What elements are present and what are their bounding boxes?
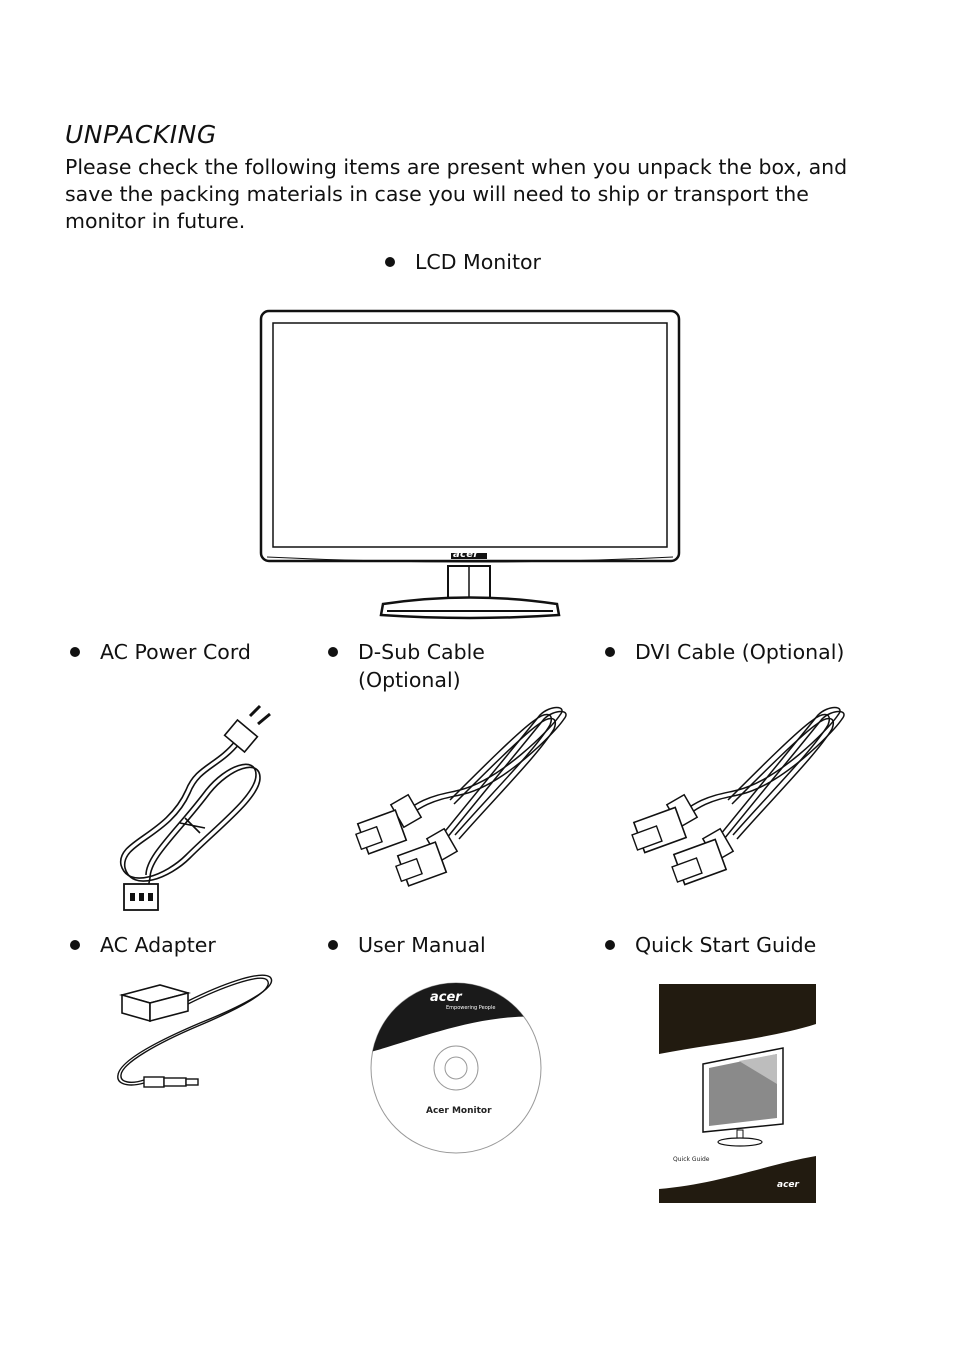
quick-start-guide-illustration: Quick Guide acer <box>659 984 816 1203</box>
bullet-icon <box>328 940 338 950</box>
intro-paragraph: Please check the following items are pre… <box>65 155 848 233</box>
item-ac-power-cord: AC Power Cord <box>70 638 310 666</box>
guide-logo: acer <box>777 1180 799 1190</box>
item-ac-adapter: AC Adapter <box>70 931 310 959</box>
item-label: Quick Start Guide <box>635 933 817 957</box>
item-label: DVI Cable (Optional) <box>635 640 845 664</box>
ac-power-cord-illustration <box>110 698 290 918</box>
cd-tagline: Empowering People <box>446 1005 496 1011</box>
dvi-cable-illustration <box>628 700 853 890</box>
cd-logo: acer <box>430 990 462 1005</box>
bullet-icon <box>605 647 615 657</box>
ac-adapter-illustration <box>110 965 280 1100</box>
item-label: AC Adapter <box>100 933 216 957</box>
item-user-manual: User Manual <box>328 931 568 959</box>
page-title: UNPACKING <box>65 120 217 149</box>
guide-label: Quick Guide <box>673 1156 710 1163</box>
user-manual-cd-illustration: acer Empowering People Acer Monitor <box>370 982 544 1156</box>
monitor-logo: acer <box>453 549 479 560</box>
bullet-icon <box>605 940 615 950</box>
item-dvi-cable: DVI Cable (Optional) <box>605 638 895 666</box>
bullet-icon <box>385 257 395 267</box>
d-sub-cable-illustration <box>350 700 575 890</box>
bullet-icon <box>328 647 338 657</box>
item-d-sub-cable: D-Sub Cable (Optional) <box>328 638 528 694</box>
item-lcd-monitor: LCD Monitor <box>385 248 645 276</box>
lcd-monitor-illustration: acer <box>255 305 685 625</box>
bullet-icon <box>70 940 80 950</box>
item-label: LCD Monitor <box>415 250 541 274</box>
item-label: D-Sub Cable (Optional) <box>358 640 485 692</box>
item-label: AC Power Cord <box>100 640 251 664</box>
cd-label: Acer Monitor <box>426 1106 492 1116</box>
item-quick-start-guide: Quick Start Guide <box>605 931 895 959</box>
bullet-icon <box>70 647 80 657</box>
item-label: User Manual <box>358 933 486 957</box>
